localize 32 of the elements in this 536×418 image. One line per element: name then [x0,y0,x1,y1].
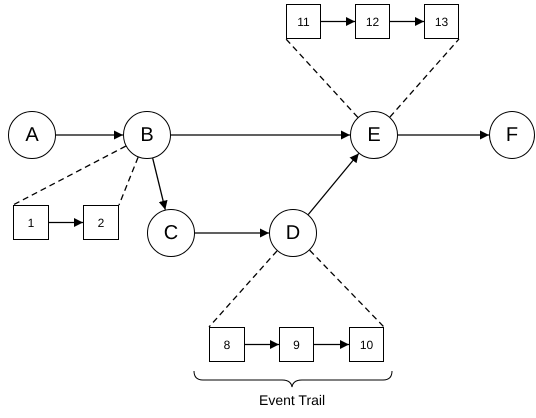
event-circle: D [269,209,317,257]
arrow [308,153,360,215]
dashed-line [286,38,358,118]
arrow [49,218,83,227]
arrow [321,17,355,26]
event-box: 13 [424,4,459,39]
event-box: 9 [279,327,314,362]
arrow [56,130,123,140]
arrow [390,17,424,26]
event-box: 8 [209,327,245,362]
event-circle: F [489,111,535,159]
arrow [314,340,349,349]
arrow [245,340,279,349]
dashed-line [12,146,126,206]
brace-caption: Event Trail [259,392,326,408]
arrow [398,130,489,140]
arrow [152,158,168,210]
dashed-line [208,250,278,328]
event-box: 11 [286,4,321,39]
event-box: 1 [13,205,49,240]
dashed-line [309,250,384,328]
event-box: 10 [349,327,384,362]
event-circle: C [147,209,195,257]
dashed-line [389,38,460,118]
arrow [195,228,269,238]
event-circle: E [350,111,398,159]
event-circle: B [123,111,171,159]
dashed-line [118,157,139,206]
event-box: 2 [83,205,119,240]
arrow [171,130,350,140]
event-circle: A [8,111,56,159]
event-box: 12 [355,4,390,39]
